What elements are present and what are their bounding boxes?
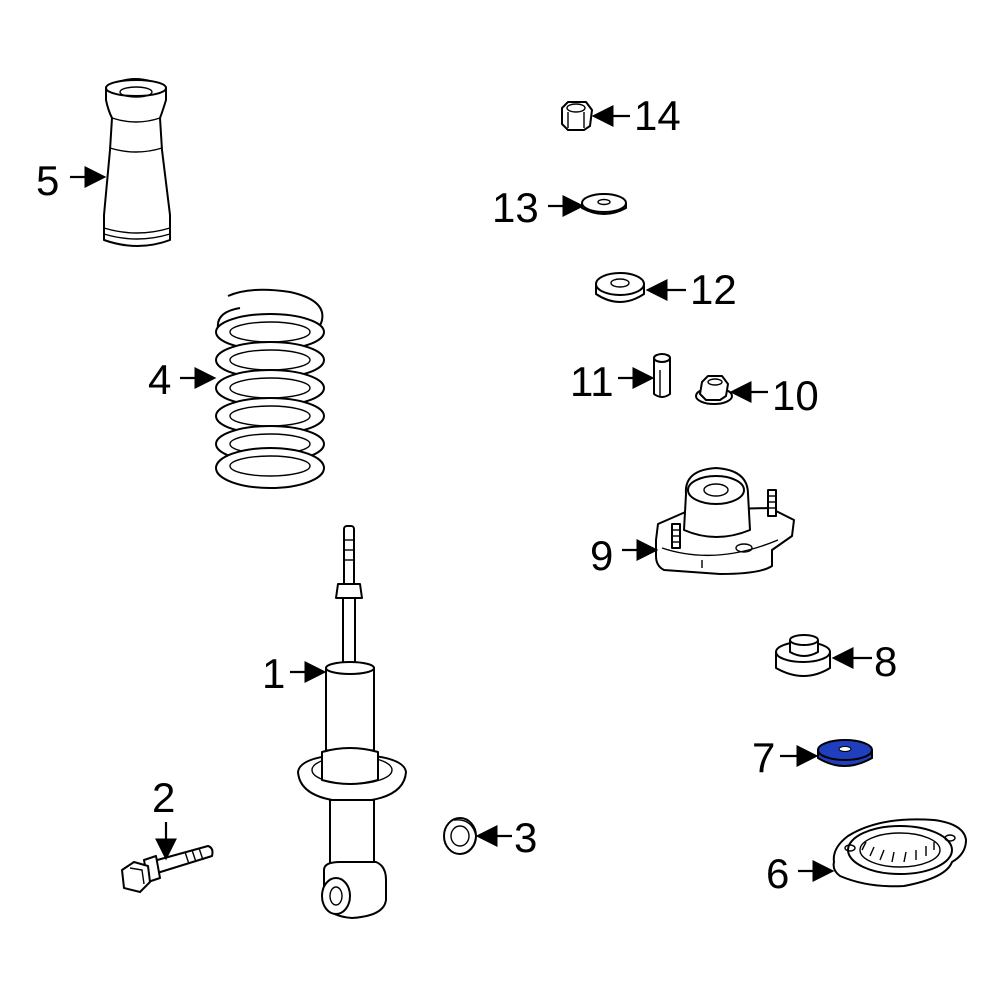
callout-13: 13 <box>492 184 539 231</box>
callout-11: 11 <box>570 358 614 405</box>
callout-arrows <box>70 105 872 882</box>
part-9-strut-mount[interactable] <box>655 467 795 575</box>
part-14-nut[interactable] <box>561 101 593 131</box>
callout-12: 12 <box>690 266 737 313</box>
part-3-bushing[interactable] <box>443 817 477 855</box>
callout-8: 8 <box>874 638 897 685</box>
part-1-shock-absorber[interactable] <box>297 525 407 919</box>
callout-1: 1 <box>262 650 285 697</box>
callout-7: 7 <box>752 734 775 781</box>
part-4-coil-spring[interactable] <box>215 288 325 489</box>
callout-3: 3 <box>514 814 537 861</box>
part-5-dust-boot[interactable] <box>103 78 171 247</box>
callout-labels: 5 4 1 2 3 14 13 12 11 10 9 8 7 6 <box>36 92 897 897</box>
part-7-spring-seat-highlighted[interactable] <box>817 739 873 767</box>
callout-9: 9 <box>590 532 613 579</box>
part-2-bolt[interactable] <box>121 845 214 893</box>
part-12-insulator[interactable] <box>595 272 645 303</box>
part-8-bump-block[interactable] <box>775 634 831 677</box>
callout-14: 14 <box>634 92 681 139</box>
callout-6: 6 <box>766 850 789 897</box>
callout-4: 4 <box>148 356 171 403</box>
callout-10: 10 <box>772 372 819 419</box>
part-10-flange-nut[interactable] <box>695 375 733 405</box>
callout-2: 2 <box>152 774 175 821</box>
callout-5: 5 <box>36 157 59 204</box>
part-11-sleeve[interactable] <box>653 353 671 398</box>
part-13-washer[interactable] <box>581 193 627 215</box>
part-6-lower-spring-seat[interactable] <box>832 818 967 888</box>
